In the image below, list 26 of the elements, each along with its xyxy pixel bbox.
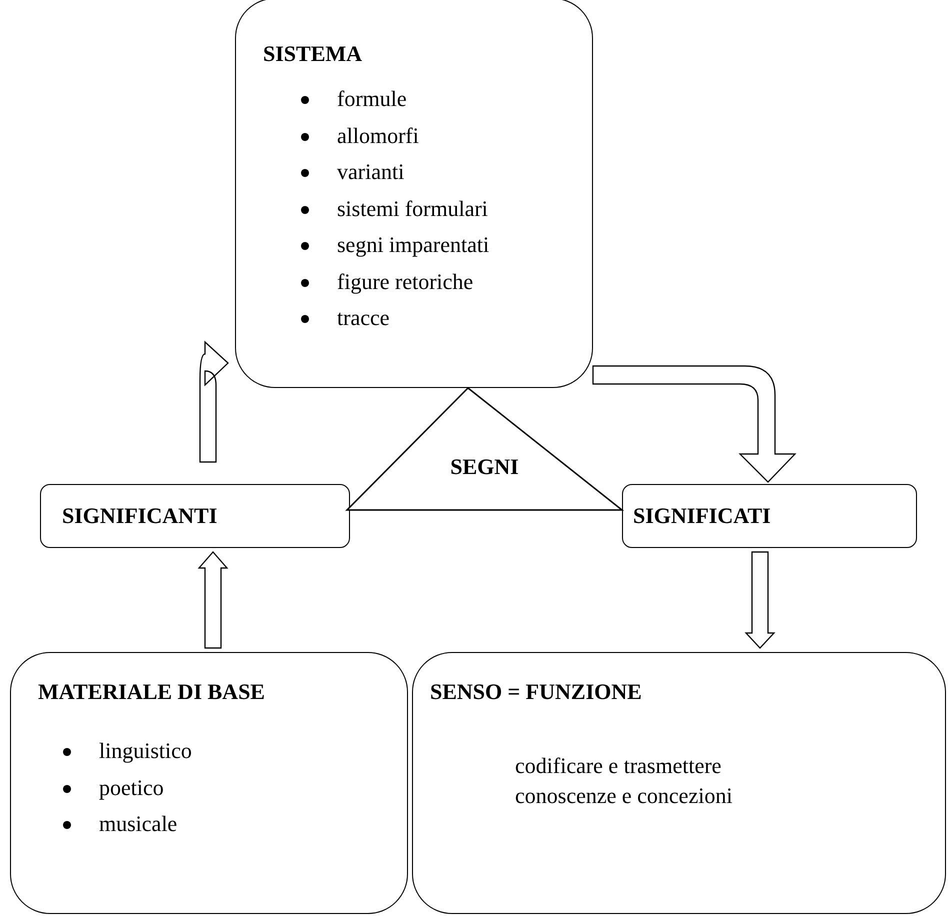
list-item: musicale	[99, 810, 178, 838]
list-item: poetico	[99, 774, 164, 802]
box-heading: MATERIALE DI BASE	[38, 679, 265, 705]
box-heading: SIGNIFICATI	[633, 503, 771, 529]
list-item: segni imparentati	[337, 231, 490, 259]
rounded-box	[622, 484, 917, 548]
list-item: sistemi formulari	[337, 194, 488, 222]
rounded-box	[412, 652, 946, 914]
triangle	[347, 388, 622, 510]
triangle-label: SEGNI	[450, 454, 519, 480]
rounded-box	[10, 652, 408, 914]
list-item: linguistico	[99, 737, 192, 765]
list-item: formule	[337, 85, 407, 113]
hollow-arrow	[592, 365, 796, 483]
list-item: allomorfi	[337, 122, 419, 150]
box-heading: SIGNIFICANTI	[62, 503, 218, 529]
box-heading: SISTEMA	[263, 41, 362, 67]
box-heading: SENSO = FUNZIONE	[430, 679, 642, 705]
list-item: varianti	[337, 158, 404, 186]
hollow-arrow	[744, 551, 776, 649]
list-item: figure retoriche	[337, 268, 474, 296]
list-item: tracce	[337, 304, 390, 332]
hollow-arrow	[199, 341, 229, 463]
hollow-arrow	[198, 551, 228, 649]
description-text: codificare e trasmettere conoscenze e concezioni	[515, 752, 734, 810]
rounded-box	[40, 484, 350, 548]
